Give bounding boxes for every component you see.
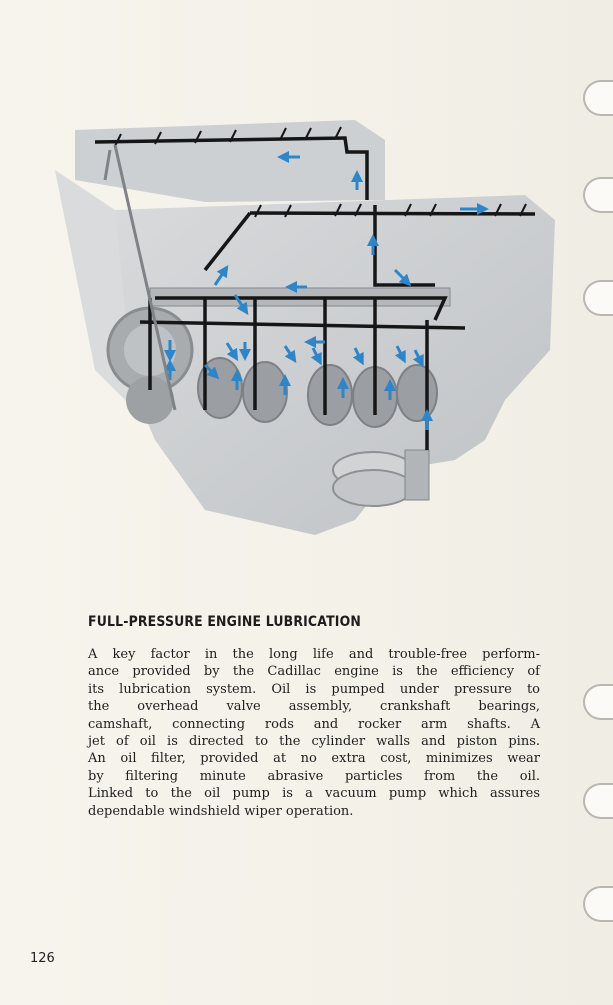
paragraph-line: jet of oil is directed to the cylinder w… bbox=[88, 734, 540, 750]
paragraph-line: by filtering minute abrasive particles f… bbox=[88, 768, 540, 784]
binder-tab bbox=[583, 783, 613, 819]
binder-tab bbox=[583, 80, 613, 116]
binder-tab bbox=[583, 280, 613, 316]
paragraph-line: An oil filter, provided at no extra cost… bbox=[88, 751, 540, 767]
binder-tab bbox=[583, 886, 613, 922]
binder-tab bbox=[583, 177, 613, 213]
body-paragraph: A key factor in the long life and troubl… bbox=[88, 646, 540, 820]
paragraph-line: its lubrication system. Oil is pumped un… bbox=[88, 681, 540, 697]
paragraph-line: Linked to the oil pump is a vacuum pump … bbox=[88, 786, 540, 802]
binder-tab bbox=[583, 684, 613, 720]
paragraph-line: camshaft, connecting rods and rocker arm… bbox=[88, 716, 540, 732]
paragraph-line: dependable windshield wiper operation. bbox=[88, 803, 354, 819]
paragraph-line: A key factor in the long life and troubl… bbox=[88, 647, 540, 662]
engine-lubrication-illustration bbox=[55, 120, 555, 535]
paragraph-line: the overhead valve assembly, crankshaft … bbox=[88, 699, 540, 715]
page-number: 126 bbox=[30, 951, 55, 966]
section-heading: FULL-PRESSURE ENGINE LUBRICATION bbox=[88, 614, 361, 630]
paragraph-line: ance provided by the Cadillac engine is … bbox=[88, 664, 540, 680]
